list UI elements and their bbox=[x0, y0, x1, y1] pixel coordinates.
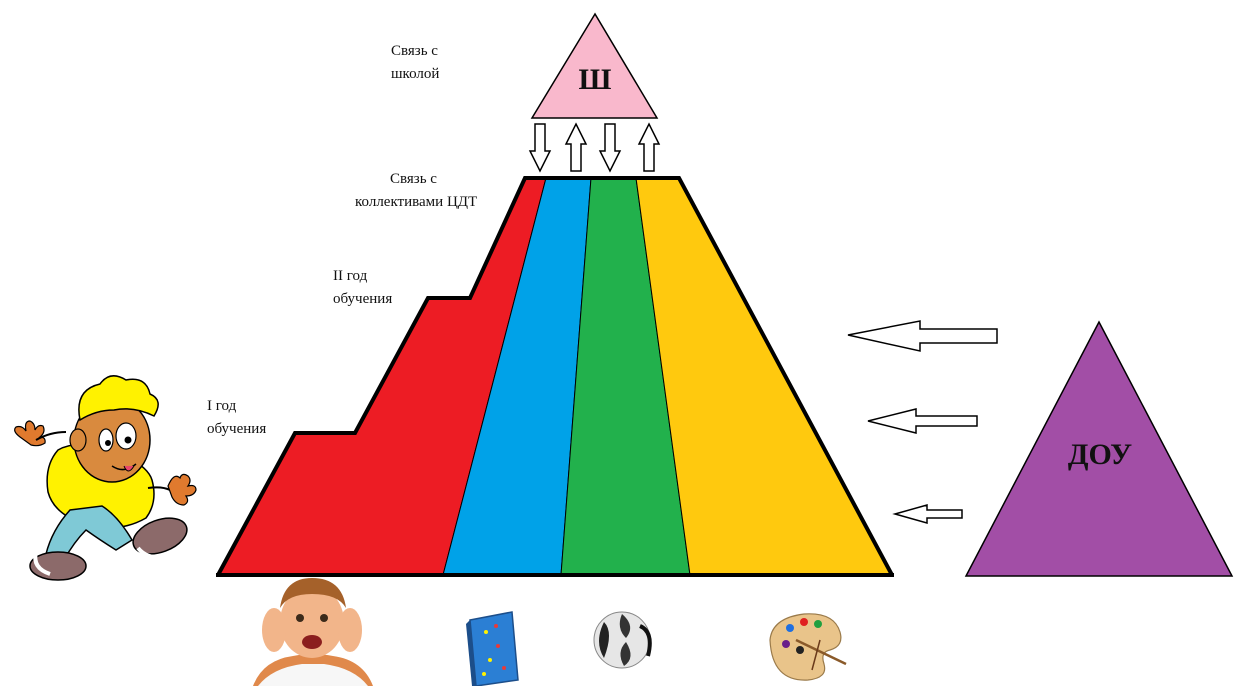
school-link-line-1: Связь с bbox=[391, 43, 438, 59]
arrow-up-icon bbox=[637, 122, 661, 172]
arrow-left-icon bbox=[847, 320, 998, 352]
year1-line-2: обучения bbox=[207, 421, 267, 437]
horizontal-arrows bbox=[847, 320, 998, 524]
cdt-link-label: Связь с коллективами ЦДТ bbox=[355, 168, 477, 214]
cdt-link-line-1: Связь с bbox=[390, 171, 437, 187]
arrow-down-icon bbox=[598, 123, 622, 173]
paint-palette-icon bbox=[769, 613, 847, 681]
year2-line-1: II год bbox=[333, 268, 368, 284]
year1-label: I год обучения bbox=[207, 395, 266, 441]
dou-triangle bbox=[964, 320, 1234, 577]
vertical-arrows bbox=[528, 122, 661, 173]
arrow-left-icon bbox=[867, 408, 978, 434]
cartoon-boy-icon bbox=[14, 375, 197, 581]
school-link-line-2: школой bbox=[391, 66, 440, 82]
pyramid-outline bbox=[216, 176, 894, 576]
arrow-down-icon bbox=[528, 123, 552, 173]
soccer-ball-icon bbox=[593, 611, 652, 669]
school-triangle-label: Ш bbox=[578, 63, 612, 96]
cdt-link-line-2: коллективами ЦДТ bbox=[355, 194, 478, 210]
pyramid bbox=[216, 176, 894, 577]
book-icon bbox=[466, 611, 519, 686]
child-photo-icon bbox=[247, 578, 377, 686]
arrow-up-icon bbox=[564, 122, 588, 172]
year2-line-2: обучения bbox=[333, 291, 393, 307]
dou-triangle-label: ДОУ bbox=[1067, 438, 1133, 471]
school-triangle bbox=[530, 12, 659, 119]
school-link-label: Связь с школой bbox=[391, 40, 439, 86]
year2-label: II год обучения bbox=[333, 265, 392, 311]
year1-line-1: I год bbox=[207, 398, 237, 414]
arrow-left-icon bbox=[892, 504, 963, 524]
